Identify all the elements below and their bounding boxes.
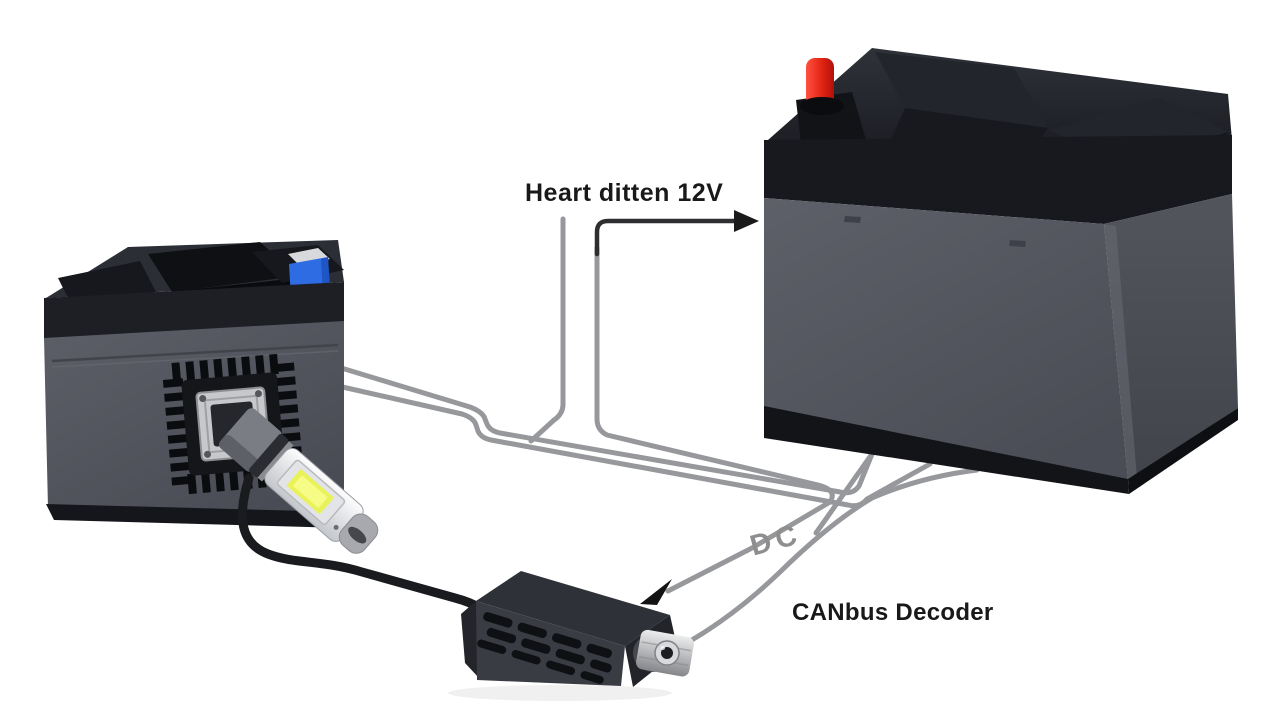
led-chip-core — [292, 475, 328, 509]
vent-slot — [517, 622, 547, 639]
wire-label: Heart ditten 12V — [525, 179, 724, 207]
decoder-front-face — [476, 601, 625, 686]
vent-slot — [521, 638, 551, 654]
vent-slot — [477, 639, 507, 654]
bulb-ring-dark — [249, 433, 289, 478]
wiring-harness — [335, 216, 980, 652]
vent-slot — [586, 643, 612, 658]
case-groove-1 — [51, 343, 339, 363]
decoder-left-cap — [461, 601, 479, 678]
right-arrow-icon — [734, 210, 759, 232]
battery-side-face — [1104, 194, 1238, 480]
vent-slot — [546, 660, 576, 676]
canbus-decoder — [448, 571, 694, 701]
plate-screw — [204, 450, 212, 458]
led-headlight-bulb — [218, 408, 379, 554]
down-left-arrow-icon — [640, 579, 672, 605]
battery-front-face — [764, 198, 1128, 480]
blue-terminal-right-cap — [288, 248, 330, 266]
case-tick-2 — [1009, 240, 1026, 247]
bulb-tip-slot — [348, 526, 367, 544]
right-battery — [764, 48, 1238, 494]
bulb-ring-light — [257, 441, 294, 482]
decoder-vents — [477, 612, 612, 684]
battery-lid — [764, 135, 1232, 224]
battery-edge-highlight — [1104, 224, 1137, 480]
vent-slot — [580, 671, 604, 684]
bulb-socket-shade — [218, 434, 259, 472]
wire-vertical-left — [528, 216, 566, 444]
right-arrow-shaft — [594, 218, 738, 257]
top-block-center-top — [875, 52, 1048, 128]
plate-screw — [254, 390, 262, 398]
wire-battery-stub — [813, 451, 875, 536]
bulb-screw — [333, 524, 339, 530]
vent-slot — [590, 659, 612, 673]
connector-glint — [661, 646, 665, 650]
red-terminal-base — [800, 97, 844, 115]
battery-bottom-band-side — [1128, 408, 1238, 494]
vent-slot — [483, 612, 513, 628]
red-terminal — [806, 58, 834, 108]
decoder-label: CANbus Decoder — [792, 599, 994, 626]
plate-screw — [199, 395, 207, 403]
connector-hole — [661, 647, 673, 659]
battery-bottom-band — [46, 504, 344, 528]
vent-slot — [555, 648, 585, 665]
vent-slot — [552, 633, 582, 649]
vent-slot — [511, 650, 541, 665]
power-cable — [237, 473, 485, 613]
wire-left-battery-upper — [335, 364, 875, 496]
label-arrow-to-battery — [594, 210, 759, 257]
case-groove-2 — [51, 350, 339, 368]
vent-slot — [486, 627, 517, 644]
wire-decoder-output — [673, 467, 980, 652]
decoder-shadow — [448, 685, 672, 701]
case-tick-1 — [844, 216, 861, 223]
decoder-top-face — [476, 571, 670, 646]
battery-bottom-band-front — [764, 406, 1129, 494]
wire-to-decoder-arrow — [594, 245, 835, 594]
